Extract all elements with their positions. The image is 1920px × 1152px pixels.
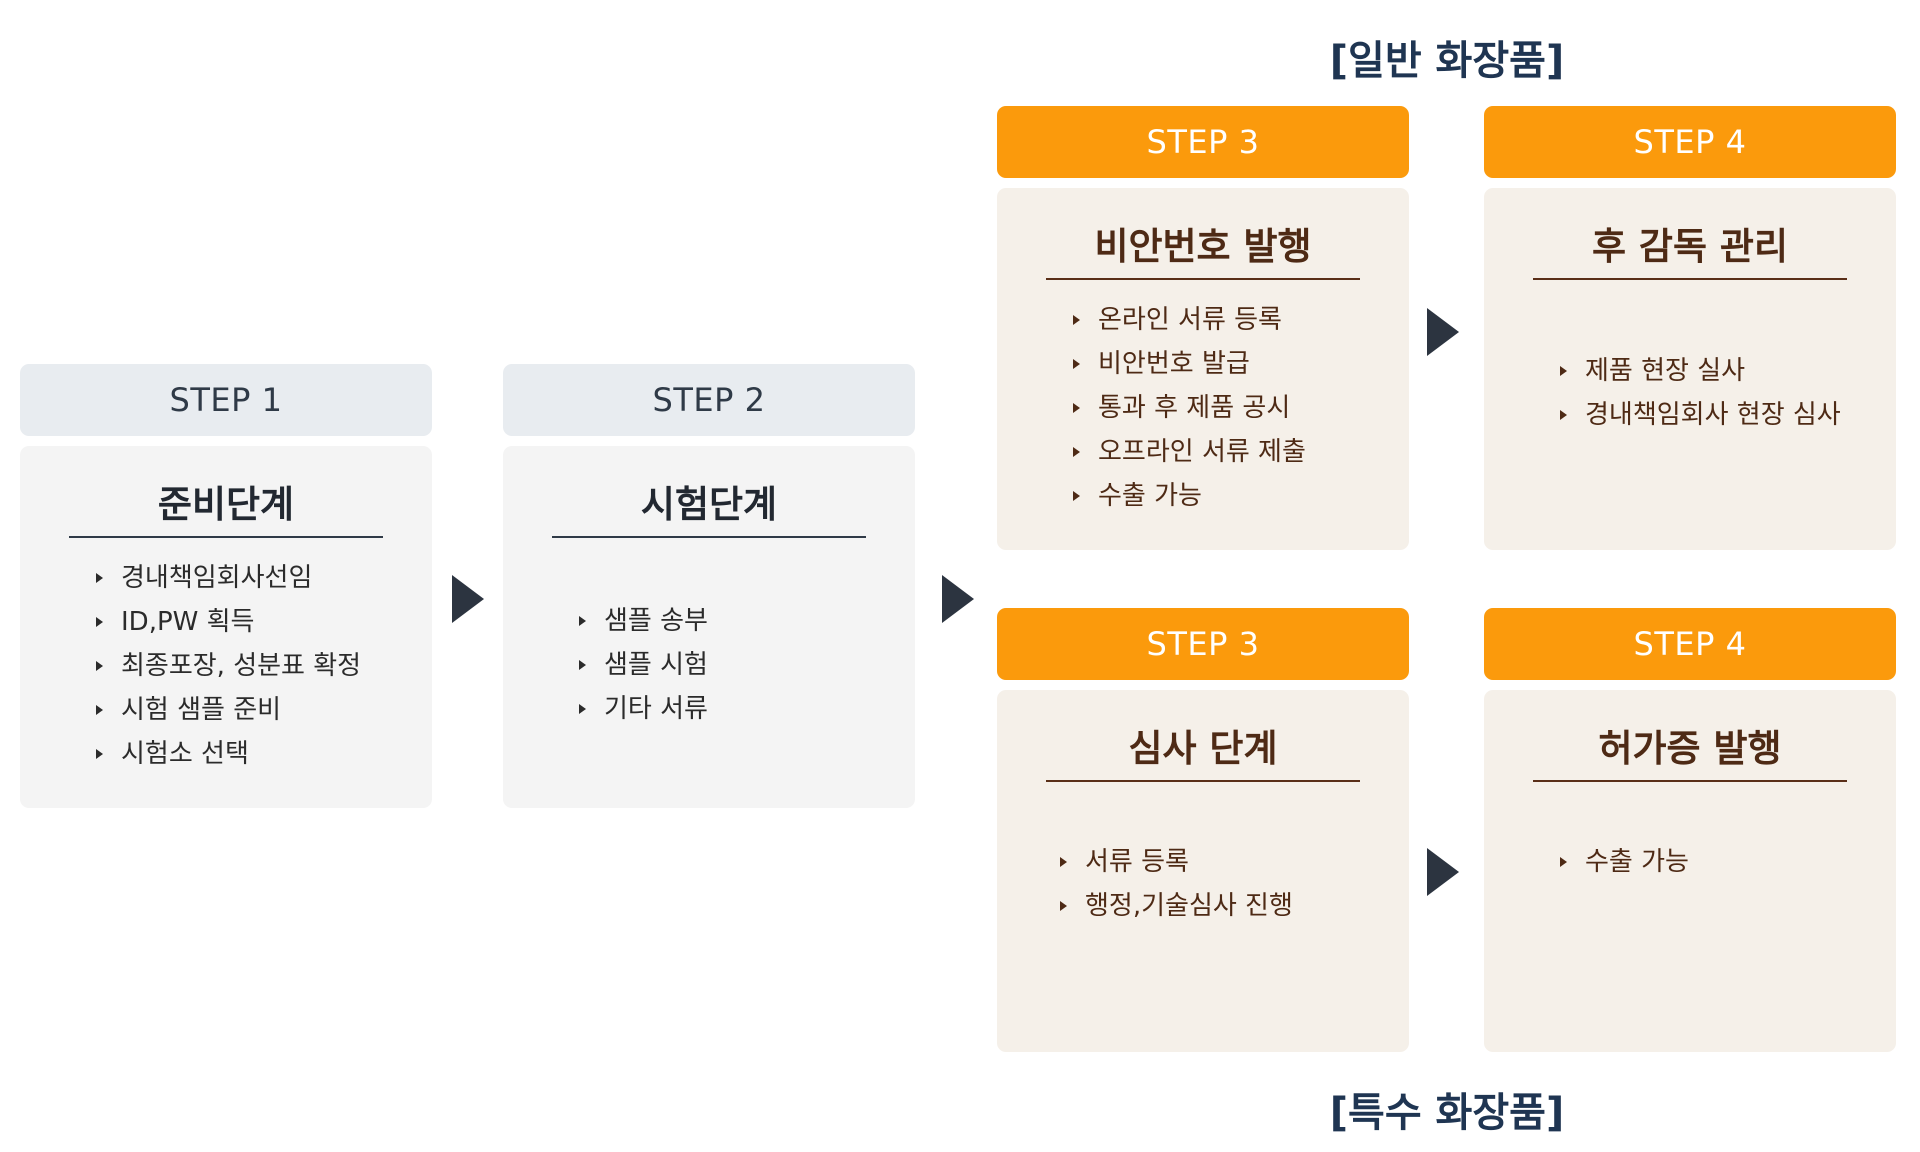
list-item: 경내책임회사선임 (96, 556, 361, 600)
bullet-triangle-icon (1073, 359, 1080, 369)
list-item-text: 수출 가능 (1098, 481, 1202, 511)
step1-card: 준비단계 경내책임회사선임 ID,PW 획득 최종포장, 성분표 확정 시험 샘… (20, 446, 432, 808)
step2-divider (552, 536, 866, 538)
special-step4-title: 허가증 발행 (1598, 727, 1782, 770)
list-item-text: 기타 서류 (604, 694, 708, 724)
step2-title: 시험단계 (640, 483, 778, 526)
special-step4-list: 수출 가능 (1560, 840, 1689, 884)
general-step4-card: 후 감독 관리 제품 현장 실사 경내책임회사 현장 심사 (1484, 188, 1896, 550)
list-item: 서류 등록 (1060, 840, 1293, 884)
bullet-triangle-icon (1060, 857, 1067, 867)
general-step4-header: STEP 4 (1484, 106, 1896, 178)
bullet-triangle-icon (1560, 410, 1567, 420)
bullet-triangle-icon (579, 704, 586, 714)
bullet-triangle-icon (1073, 403, 1080, 413)
general-step3-list: 온라인 서류 등록 비안번호 발급 통과 후 제품 공시 오프라인 서류 제출 … (1073, 298, 1306, 518)
list-item-text: 오프라인 서류 제출 (1098, 437, 1306, 467)
bullet-triangle-icon (1073, 447, 1080, 457)
list-item-text: 서류 등록 (1085, 847, 1189, 877)
list-item-text: 경내책임회사선임 (121, 563, 313, 593)
general-step4-list: 제품 현장 실사 경내책임회사 현장 심사 (1560, 349, 1841, 437)
list-item-text: ID,PW 획득 (121, 607, 255, 637)
general-step3-title: 비안번호 발행 (1094, 225, 1312, 268)
special-step3-header: STEP 3 (997, 608, 1409, 680)
bullet-triangle-icon (1560, 366, 1567, 376)
list-item-text: 시험소 선택 (121, 739, 249, 769)
flow-arrow-icon (1427, 848, 1459, 896)
list-item-text: 통과 후 제품 공시 (1098, 393, 1291, 423)
flow-arrow-icon (1427, 308, 1459, 356)
list-item: 기타 서류 (579, 687, 708, 731)
bullet-triangle-icon (96, 661, 103, 671)
step2-list: 샘플 송부 샘플 시험 기타 서류 (579, 599, 708, 731)
bullet-triangle-icon (579, 616, 586, 626)
special-cosmetics-label: [특수 화장품] (1329, 1090, 1565, 1136)
list-item-text: 시험 샘플 준비 (121, 695, 282, 725)
general-step4-divider (1533, 278, 1847, 280)
list-item-text: 수출 가능 (1585, 847, 1689, 877)
list-item: 통과 후 제품 공시 (1073, 386, 1306, 430)
step1-divider (69, 536, 383, 538)
bullet-triangle-icon (1073, 491, 1080, 501)
list-item-text: 최종포장, 성분표 확정 (121, 651, 362, 681)
list-item: 경내책임회사 현장 심사 (1560, 393, 1841, 437)
bullet-triangle-icon (1073, 315, 1080, 325)
bullet-triangle-icon (96, 749, 103, 759)
list-item: 최종포장, 성분표 확정 (96, 644, 361, 688)
step2-header: STEP 2 (503, 364, 915, 436)
step1-header: STEP 1 (20, 364, 432, 436)
special-step4-header: STEP 4 (1484, 608, 1896, 680)
list-item: 행정,기술심사 진행 (1060, 884, 1293, 928)
list-item: 비안번호 발급 (1073, 342, 1306, 386)
general-step4-title: 후 감독 관리 (1592, 225, 1788, 268)
list-item: 제품 현장 실사 (1560, 349, 1841, 393)
bullet-triangle-icon (1060, 901, 1067, 911)
list-item: 샘플 송부 (579, 599, 708, 643)
list-item: ID,PW 획득 (96, 600, 361, 644)
special-step3-divider (1046, 780, 1360, 782)
flow-arrow-icon (942, 575, 974, 623)
bullet-triangle-icon (96, 705, 103, 715)
list-item-text: 샘플 송부 (604, 606, 708, 636)
general-step3-header: STEP 3 (997, 106, 1409, 178)
list-item: 온라인 서류 등록 (1073, 298, 1306, 342)
list-item: 샘플 시험 (579, 643, 708, 687)
step2-card: 시험단계 샘플 송부 샘플 시험 기타 서류 (503, 446, 915, 808)
bullet-triangle-icon (96, 617, 103, 627)
special-step3-card: 심사 단계 서류 등록 행정,기술심사 진행 (997, 690, 1409, 1052)
general-step3-card: 비안번호 발행 온라인 서류 등록 비안번호 발급 통과 후 제품 공시 오프라… (997, 188, 1409, 550)
list-item: 수출 가능 (1560, 840, 1689, 884)
flow-arrow-icon (452, 575, 484, 623)
bullet-triangle-icon (579, 660, 586, 670)
list-item: 시험 샘플 준비 (96, 688, 361, 732)
list-item-text: 온라인 서류 등록 (1098, 305, 1282, 335)
special-step3-list: 서류 등록 행정,기술심사 진행 (1060, 840, 1293, 928)
step1-title: 준비단계 (157, 483, 295, 526)
list-item: 수출 가능 (1073, 474, 1306, 518)
list-item-text: 샘플 시험 (604, 650, 708, 680)
general-cosmetics-label: [일반 화장품] (1329, 38, 1565, 84)
list-item-text: 제품 현장 실사 (1585, 356, 1746, 386)
list-item-text: 경내책임회사 현장 심사 (1585, 400, 1841, 430)
list-item: 시험소 선택 (96, 732, 361, 776)
list-item: 오프라인 서류 제출 (1073, 430, 1306, 474)
list-item-text: 비안번호 발급 (1098, 349, 1250, 379)
general-step3-divider (1046, 278, 1360, 280)
bullet-triangle-icon (1560, 857, 1567, 867)
special-step3-title: 심사 단계 (1128, 727, 1278, 770)
step1-list: 경내책임회사선임 ID,PW 획득 최종포장, 성분표 확정 시험 샘플 준비 … (96, 556, 361, 776)
special-step4-divider (1533, 780, 1847, 782)
bullet-triangle-icon (96, 573, 103, 583)
list-item-text: 행정,기술심사 진행 (1085, 891, 1293, 921)
special-step4-card: 허가증 발행 수출 가능 (1484, 690, 1896, 1052)
